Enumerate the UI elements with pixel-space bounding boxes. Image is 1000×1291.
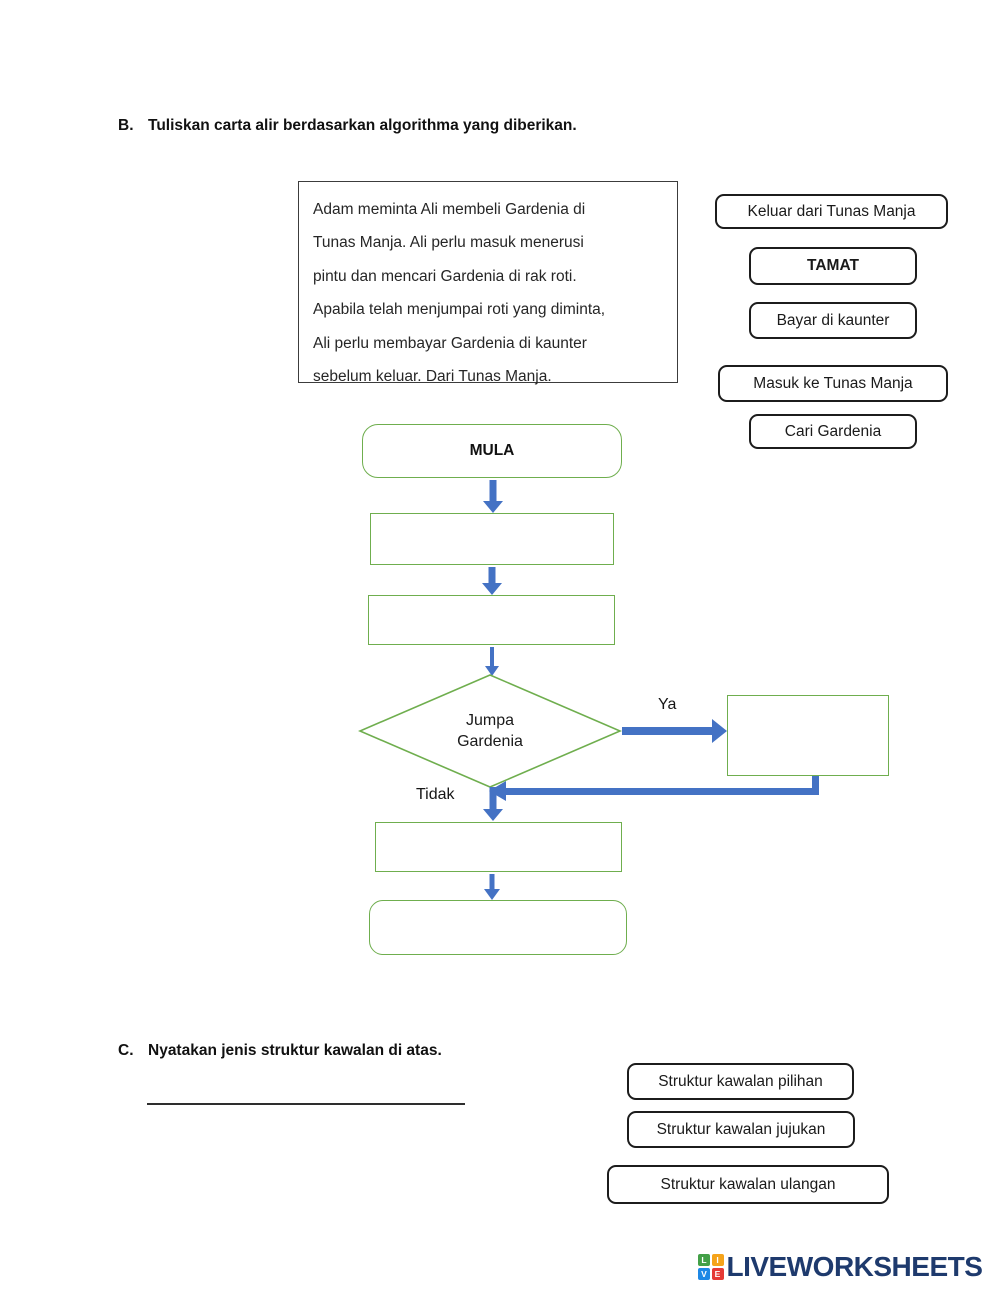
section-b-title: Tuliskan carta alir berdasarkan algorith…	[148, 117, 577, 134]
flow-process-slot-3[interactable]	[375, 822, 622, 872]
flow-process-slot-2[interactable]	[368, 595, 615, 645]
algorithm-line: Apabila telah menjumpai roti yang dimint…	[313, 301, 606, 319]
logo-square-i: I	[711, 1254, 724, 1267]
arrow-right-head	[712, 719, 727, 743]
section-b-heading: B. Tuliskan carta alir berdasarkan algori…	[118, 117, 577, 135]
arrow-stem	[622, 727, 713, 735]
flow-yes-branch-slot[interactable]	[727, 695, 889, 776]
branch-no-label: Tidak	[416, 786, 455, 803]
arrow-down-head	[483, 809, 503, 821]
answer-chip-tamat[interactable]: TAMAT	[749, 247, 917, 285]
section-c-label: C.	[118, 1042, 134, 1059]
flow-arrow-step1-to-step2	[481, 567, 503, 595]
flow-decision-diamond: Jumpa Gardenia	[358, 673, 622, 789]
section-b-label: B.	[118, 117, 134, 134]
answer-write-line[interactable]	[147, 1083, 465, 1105]
decision-label-line2: Gardenia	[457, 733, 523, 750]
flow-arrow-decision-to-yes-box	[622, 719, 727, 743]
logo-square-v: V	[698, 1267, 710, 1280]
branch-yes-label: Ya	[658, 696, 677, 713]
arrow-stem	[488, 567, 496, 584]
flow-arrow-decision-to-step3	[482, 787, 504, 821]
logo-square-e: E	[711, 1267, 724, 1280]
option-chip-struktur-jujukan[interactable]: Struktur kawalan jujukan	[627, 1111, 855, 1148]
algorithm-line: Ali perlu membayar Gardenia di kaunter	[313, 334, 587, 352]
flow-arrow-step3-to-end	[481, 874, 503, 900]
flow-arrow-step2-to-decision	[481, 647, 503, 676]
liveworksheets-grid-icon: L I V E	[698, 1254, 724, 1280]
liveworksheets-logo: L I V E LIVEWORKSHEETS	[698, 1251, 983, 1283]
arrow-stem	[490, 647, 494, 667]
brand-name: LIVEWORKSHEETS	[726, 1251, 983, 1282]
algorithm-line: Tunas Manja. Ali perlu masuk menerusi	[313, 234, 584, 252]
arrow-stem	[489, 787, 497, 810]
arrow-down-head	[484, 889, 500, 900]
algorithm-line: sebelum keluar. Dari Tunas Manja.	[313, 368, 552, 386]
section-c-heading: C. Nyatakan jenis struktur kawalan di ata…	[118, 1042, 442, 1060]
answer-chip-cari-gardenia[interactable]: Cari Gardenia	[749, 414, 917, 449]
decision-label-line1: Jumpa	[465, 712, 515, 729]
flow-arrow-start-to-step1	[482, 480, 504, 513]
arrow-down-head	[485, 666, 499, 676]
arrow-stem	[489, 874, 495, 890]
elbow-connector-horizontal	[505, 788, 819, 795]
flow-end-terminal-slot[interactable]	[369, 900, 627, 955]
elbow-connector-vertical	[812, 776, 819, 795]
arrow-down-head	[483, 501, 503, 513]
option-chip-struktur-pilihan[interactable]: Struktur kawalan pilihan	[627, 1063, 854, 1100]
flow-process-slot-1[interactable]	[370, 513, 614, 565]
flow-start-terminal: MULA	[362, 424, 622, 478]
algorithm-text-box: Adam meminta Ali membeli Gardenia di Tun…	[298, 181, 678, 385]
decision-label: Jumpa Gardenia	[358, 673, 622, 789]
algorithm-line: Adam meminta Ali membeli Gardenia di	[313, 201, 586, 218]
logo-square-l: L	[698, 1254, 710, 1267]
algorithm-line: pintu dan mencari Gardenia di rak roti.	[313, 267, 577, 285]
answer-chip-keluar-dari-tunas-manja[interactable]: Keluar dari Tunas Manja	[715, 194, 948, 229]
arrow-stem	[489, 480, 497, 502]
flow-start-label: MULA	[469, 442, 515, 459]
arrow-down-head	[482, 583, 502, 595]
section-c-title: Nyatakan jenis struktur kawalan di atas.	[148, 1042, 442, 1059]
answer-chip-masuk-ke-tunas-manja[interactable]: Masuk ke Tunas Manja	[718, 365, 948, 402]
option-chip-struktur-ulangan[interactable]: Struktur kawalan ulangan	[607, 1165, 889, 1204]
answer-chip-bayar-di-kaunter[interactable]: Bayar di kaunter	[749, 302, 917, 339]
